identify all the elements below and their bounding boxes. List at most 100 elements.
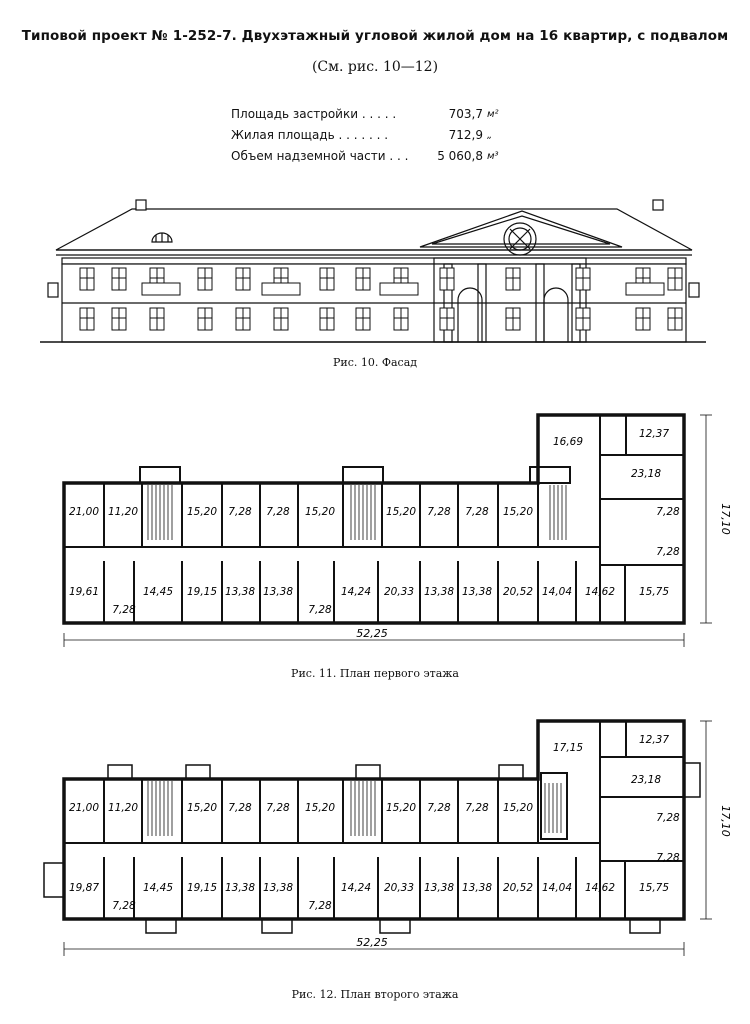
- figure-caption-first-floor: Рис. 11. План первого этажа: [291, 667, 459, 680]
- room-area-label: 7,28: [656, 546, 680, 558]
- facade-window: [235, 267, 251, 291]
- room-area-label: 23,18: [631, 774, 661, 786]
- stat-row-building-area: Площадь застройки . . . . . 703,7 м²: [231, 104, 521, 125]
- room-area-label: 14,04: [542, 882, 572, 894]
- room-area-label: 13,38: [263, 882, 293, 894]
- room-area-label: 13,38: [263, 586, 293, 598]
- room-area-label: 19,61: [69, 586, 99, 598]
- stat-value: 703,7: [448, 107, 483, 121]
- room-area-label: 15,20: [305, 506, 335, 518]
- facade-balcony: [141, 282, 181, 296]
- facade-window: [667, 307, 683, 331]
- stat-unit: м³: [487, 151, 499, 162]
- facade-window: [111, 267, 127, 291]
- room-area-label: 11,20: [108, 506, 138, 518]
- facade-window: [149, 307, 165, 331]
- facade-window: [355, 267, 371, 291]
- room-area-label: 21,00: [69, 506, 99, 518]
- room-area-label: 13,38: [424, 882, 454, 894]
- facade-window: [197, 267, 213, 291]
- room-area-label: 7,28: [427, 802, 451, 814]
- facade-window: [575, 307, 591, 331]
- room-area-label: 7,28: [308, 900, 332, 912]
- stat-label: Объем надземной части . . .: [231, 149, 409, 163]
- room-area-label: 15,20: [187, 802, 217, 814]
- room-area-label: 15,20: [503, 506, 533, 518]
- room-area-label: 14,24: [341, 586, 371, 598]
- facade-window: [439, 307, 455, 331]
- facade-window: [635, 307, 651, 331]
- facade-window: [505, 267, 521, 291]
- stat-row-living-area: Жилая площадь . . . . . . . 712,9 „: [231, 125, 521, 146]
- room-area-label: 13,38: [462, 586, 492, 598]
- stat-unit: „: [487, 130, 493, 141]
- room-area-label: 7,28: [465, 802, 489, 814]
- room-area-label: 19,87: [69, 882, 99, 894]
- plan-first-floor: 21,00 11,20 15,20 7,28 7,28 15,20 15,20 7,28 7,2…: [62, 413, 732, 647]
- room-area-label: 14,24: [341, 882, 371, 894]
- room-area-label: 7,28: [656, 852, 680, 864]
- room-area-label: 13,38: [424, 586, 454, 598]
- facade-window: [111, 307, 127, 331]
- room-area-label: 19,15: [187, 882, 217, 894]
- room-area-label: 13,38: [225, 882, 255, 894]
- facade-window: [393, 307, 409, 331]
- facade-window: [355, 307, 371, 331]
- room-area-label: 7,28: [308, 604, 332, 616]
- stat-value: 712,9: [448, 128, 483, 142]
- plan-second-floor: 21,00 11,20 15,20 7,28 7,28 15,20 15,20 7,28 7,2…: [43, 719, 732, 956]
- stat-unit: м²: [487, 109, 499, 120]
- room-area-label: 15,75: [639, 586, 669, 598]
- room-area-label: 16,69: [553, 436, 583, 448]
- room-area-label: 14,45: [143, 882, 173, 894]
- figure-caption-facade: Рис. 10. Фасад: [332, 356, 418, 369]
- overall-width-dimension: 17,10: [719, 805, 732, 837]
- figure-caption-second-floor: Рис. 12. План второго этажа: [291, 988, 459, 1001]
- room-area-label: 15,20: [386, 506, 416, 518]
- room-area-label: 20,52: [503, 882, 533, 894]
- facade-window: [235, 307, 251, 331]
- room-area-label: 7,28: [112, 604, 136, 616]
- stats-table: Площадь застройки . . . . . 703,7 м² Жил…: [231, 104, 521, 167]
- facade-window: [273, 307, 289, 331]
- room-area-label: 13,38: [462, 882, 492, 894]
- overall-length-dimension: 52,25: [356, 627, 388, 640]
- overall-width-dimension: 17,10: [719, 503, 732, 535]
- room-area-label: 21,00: [69, 802, 99, 814]
- facade-balcony: [379, 282, 419, 296]
- room-area-label: 20,33: [384, 882, 414, 894]
- facade-window: [505, 307, 521, 331]
- facade-drawing: [40, 199, 706, 343]
- room-area-label: 14,62: [585, 882, 615, 894]
- facade-window: [667, 267, 683, 291]
- room-area-label: 7,28: [112, 900, 136, 912]
- room-area-label: 14,04: [542, 586, 572, 598]
- room-area-label: 15,20: [503, 802, 533, 814]
- facade-window: [197, 307, 213, 331]
- stat-value: 5 060,8: [437, 149, 483, 163]
- room-area-label: 7,28: [465, 506, 489, 518]
- room-area-label: 20,52: [503, 586, 533, 598]
- facade-window: [319, 307, 335, 331]
- room-area-label: 7,28: [266, 506, 290, 518]
- room-area-label: 15,20: [386, 802, 416, 814]
- room-area-label: 11,20: [108, 802, 138, 814]
- room-area-label: 12,37: [639, 428, 669, 440]
- facade-window: [575, 267, 591, 291]
- facade-balcony: [625, 282, 665, 296]
- room-area-label: 13,38: [225, 586, 255, 598]
- room-area-label: 15,20: [187, 506, 217, 518]
- room-area-label: 23,18: [631, 468, 661, 480]
- facade-window: [79, 267, 95, 291]
- room-area-label: 15,75: [639, 882, 669, 894]
- room-area-label: 20,33: [384, 586, 414, 598]
- room-area-label: 7,28: [427, 506, 451, 518]
- room-area-label: 12,37: [639, 734, 669, 746]
- page-subtitle: (См. рис. 10—12): [311, 59, 439, 75]
- room-area-label: 7,28: [228, 506, 252, 518]
- facade-window: [439, 267, 455, 291]
- room-area-label: 15,20: [305, 802, 335, 814]
- room-area-label: 17,15: [553, 742, 583, 754]
- room-area-label: 19,15: [187, 586, 217, 598]
- room-area-label: 7,28: [228, 802, 252, 814]
